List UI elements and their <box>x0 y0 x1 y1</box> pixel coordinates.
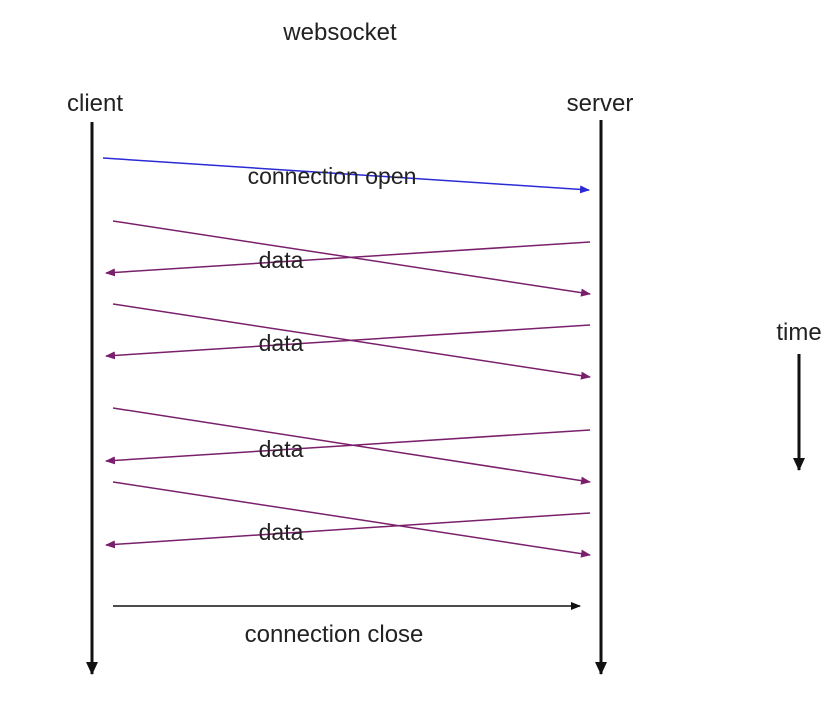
data-arrow-client-to-server <box>112 481 591 558</box>
client-label: client <box>67 90 123 117</box>
connection-open-arrow <box>102 157 590 194</box>
data-label: data <box>259 330 304 356</box>
server-label: server <box>567 90 634 117</box>
data-arrow-server-to-client <box>105 324 591 360</box>
data-label: data <box>259 247 304 273</box>
data-arrow-server-to-client <box>105 429 591 465</box>
connection-close-label: connection close <box>245 621 424 648</box>
data-label: data <box>259 519 304 545</box>
data-arrow-server-to-client <box>105 241 591 277</box>
data-label: data <box>259 436 304 462</box>
connection-open-label: connection open <box>248 163 417 189</box>
time-label: time <box>776 319 821 346</box>
data-arrow-server-to-client <box>105 512 591 549</box>
diagram-title: websocket <box>282 19 397 46</box>
